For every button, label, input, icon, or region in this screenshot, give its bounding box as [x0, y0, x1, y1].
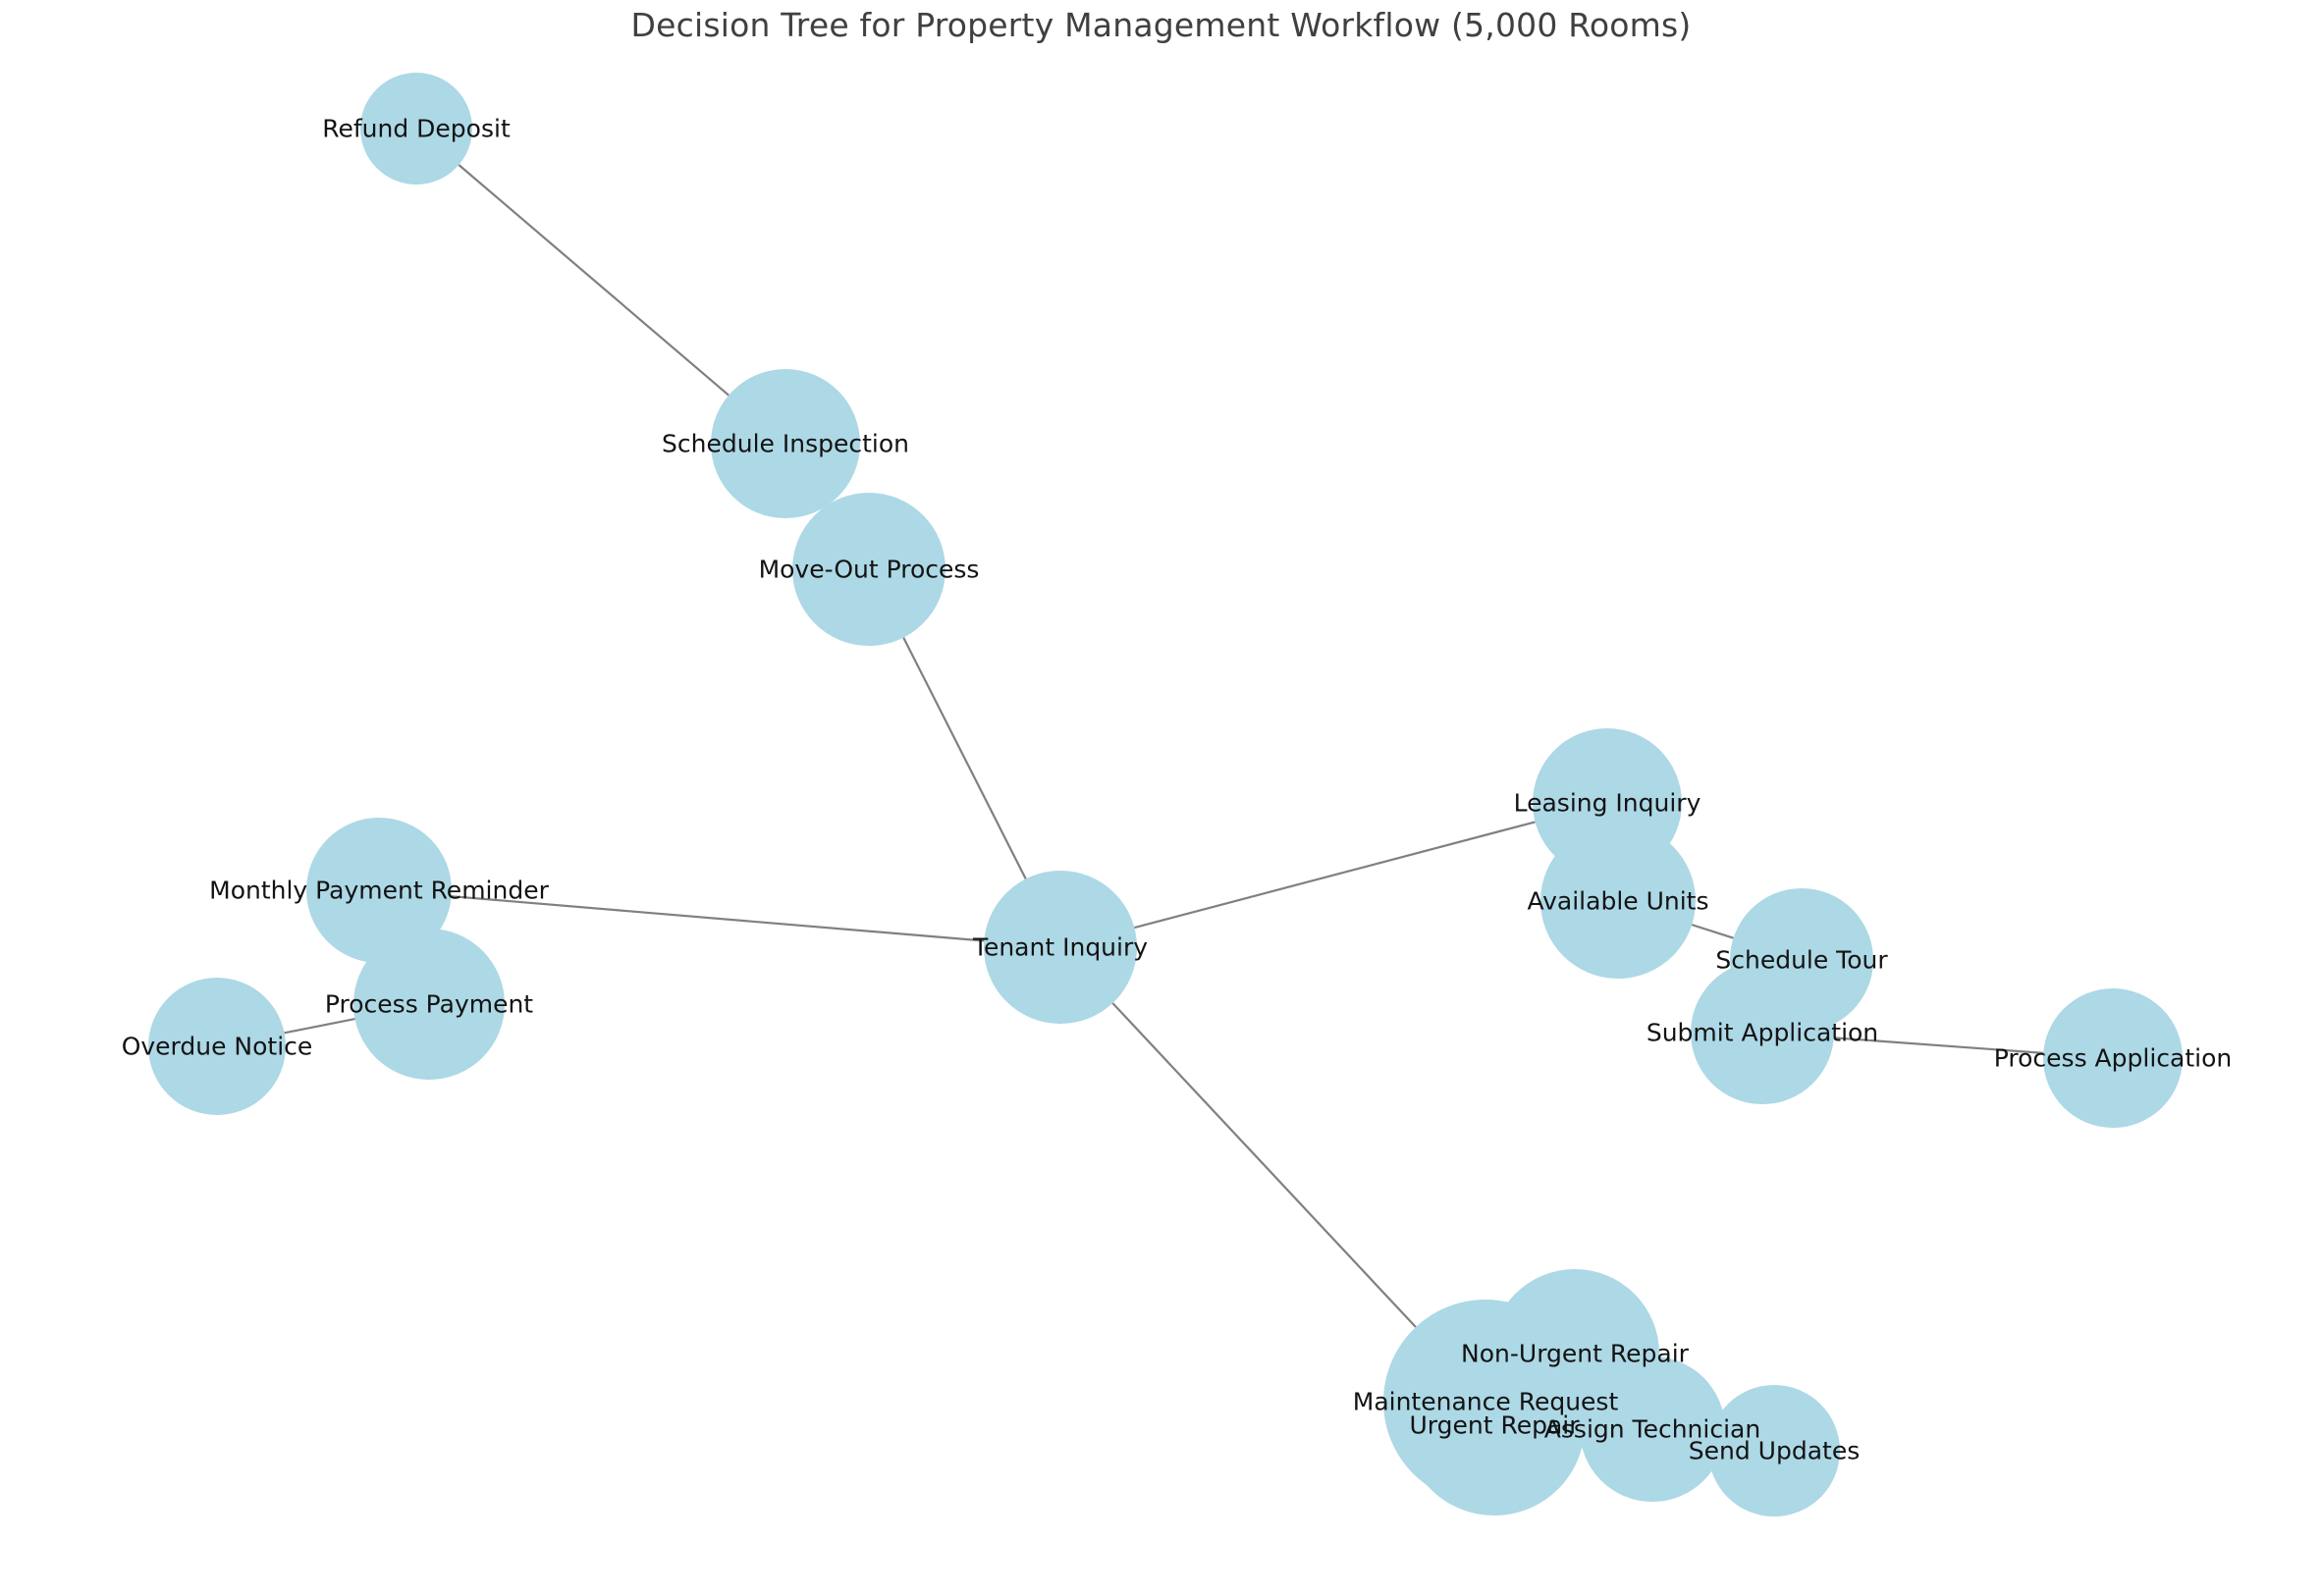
- graph-node-schedule-inspection[interactable]: [711, 369, 860, 518]
- graph-node-refund-deposit[interactable]: [360, 73, 472, 185]
- graph-node-urgent-repair[interactable]: [1404, 1335, 1585, 1516]
- graph-edge: [1134, 821, 1536, 930]
- graph-node-move-out-process[interactable]: [792, 493, 945, 646]
- graph-node-process-application[interactable]: [2043, 988, 2183, 1128]
- graph-node-send-updates[interactable]: [1708, 1385, 1840, 1516]
- graph-node-assign-technician[interactable]: [1580, 1357, 1725, 1502]
- graph-edge: [284, 1017, 355, 1035]
- graph-edge: [1111, 1002, 1417, 1328]
- graph-node-overdue-notice[interactable]: [148, 978, 286, 1115]
- graph-edge: [1833, 1037, 2044, 1054]
- graph-node-process-payment[interactable]: [353, 929, 505, 1080]
- graph-edge: [902, 637, 1027, 879]
- graph-edge: [458, 164, 729, 397]
- graph-edge: [451, 895, 985, 942]
- page-title: Decision Tree for Property Management Wo…: [630, 6, 1692, 44]
- graph-node-submit-application[interactable]: [1691, 961, 1834, 1104]
- graph-edge: [1691, 924, 1734, 939]
- graph-node-available-units[interactable]: [1540, 824, 1696, 979]
- graph-node-tenant-inquiry[interactable]: [984, 871, 1137, 1024]
